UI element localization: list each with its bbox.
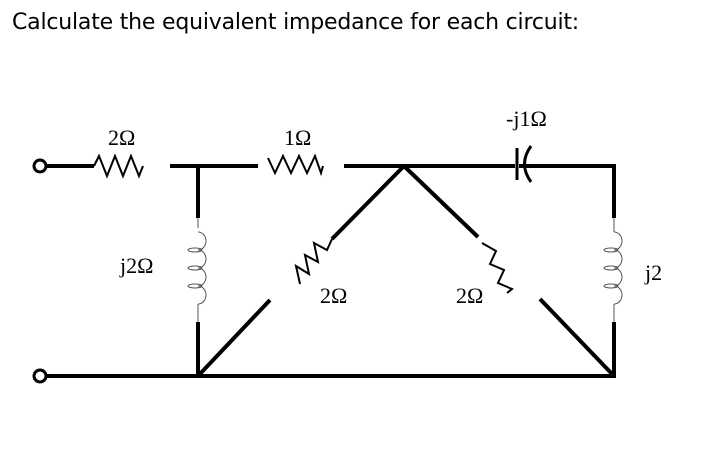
- label-c1: -j1Ω: [506, 106, 547, 131]
- resistor-r3-icon: [294, 238, 333, 285]
- label-l1: j2Ω: [119, 253, 153, 278]
- problem-title: Calculate the equivalent impedance for e…: [12, 10, 580, 35]
- wire: [196, 298, 272, 378]
- resistor-r2-icon: [267, 153, 324, 177]
- resistor-r1-icon: [93, 153, 144, 179]
- terminal-bottom: [32, 368, 48, 384]
- wire: [330, 164, 406, 241]
- label-r4: 2Ω: [456, 283, 483, 308]
- label-l2: j2: [644, 260, 662, 285]
- wire: [538, 297, 616, 378]
- terminal-top: [32, 158, 48, 174]
- label-r3: 2Ω: [320, 283, 347, 308]
- wire: [402, 164, 480, 239]
- label-r1: 2Ω: [108, 125, 135, 150]
- resistor-r4-icon: [481, 242, 514, 294]
- inductor-l1-icon: [187, 231, 207, 305]
- label-r2: 1Ω: [284, 125, 311, 150]
- inductor-l2-icon: [603, 231, 623, 305]
